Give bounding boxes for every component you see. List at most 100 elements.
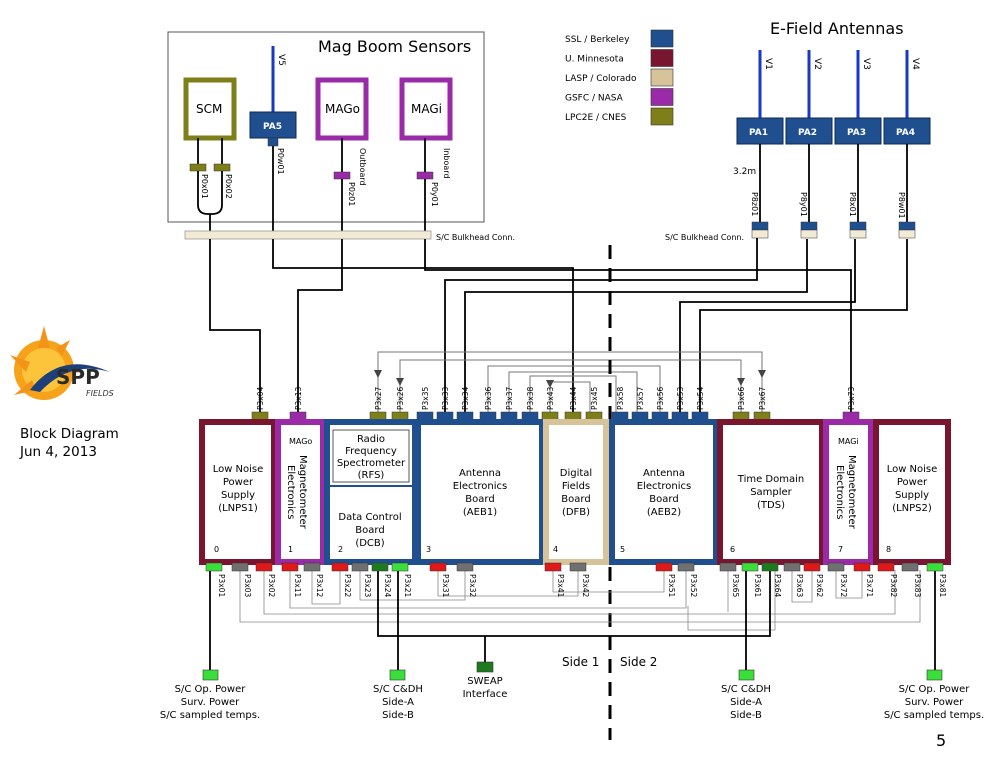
endpoint-label: Side-B [382,710,414,721]
bottom-connector-label: P3x32 [468,574,477,598]
top-connector-label: P3x34 [461,386,470,410]
endpoint-label: Side-B [730,710,762,721]
board-label-line: Power [223,477,254,488]
board-label-line: Fields [562,481,590,492]
legend-swatch [650,68,674,87]
board-label-line: Data Control [338,512,401,523]
legend-label: SSL / Berkeley [565,35,630,45]
internal-wires-top [374,351,766,412]
bottom-connector-label: P3x24 [383,574,392,598]
bottom-connector [456,562,474,572]
top-connector-label: P3x73 [847,386,856,410]
p0x02-label: P0x02 [224,174,233,199]
bottom-connector-label: P3x03 [243,574,252,598]
top-connector-label: P3x33 [441,386,450,410]
top-connector-label: P3x35 [421,386,430,410]
board-label-line: (LNPS2) [892,503,932,514]
antenna-v-label: V1 [763,58,773,70]
bottom-connector [901,562,919,572]
top-connector-label: P3x04 [256,386,265,410]
top-connector-label: P3x54 [696,386,705,410]
p0x01-label: P0x01 [200,174,209,199]
board-label-line: (LNPS1) [218,503,258,514]
bottom-connector [761,562,779,572]
antenna-conn-label: P8w01 [897,192,906,219]
sc-cdh-left-connector [389,669,406,681]
board-label-line: Low Noise [887,464,938,475]
bottom-connector-label: P3x21 [403,574,412,598]
internal-wires-bottom [239,570,921,631]
top-connector-label: P3x57 [636,386,645,410]
mago-label: MAGo [325,102,360,116]
antenna-v-label: V4 [910,58,920,70]
p0z01-connector [333,171,351,180]
legend-label: GSFC / NASA [565,94,624,104]
board-label-line: Spectrometer [337,458,406,469]
board-label-line: Board [649,494,678,505]
top-connector-label: P3x66 [737,386,746,410]
endpoint-label: Side-A [382,697,414,708]
bottom-connector-label: P3x63 [795,574,804,598]
scm-label: SCM [196,102,222,116]
endpoint-label: S/C C&DH [721,684,771,695]
bulkhead-connector [751,221,769,231]
bottom-connector [429,562,447,572]
outboard-label: Outboard [358,148,367,186]
bottom-connector-label: P3x12 [315,574,324,598]
v5-label: V5 [276,54,286,66]
logo-text: SPP [56,365,100,389]
board-sublabel: MAGo [289,437,312,446]
bottom-connector [741,562,759,572]
bottom-connector [303,562,321,572]
board-lnps2 [873,419,951,565]
top-connector-label: P3x37 [505,386,514,410]
legend-label: LASP / Colorado [565,74,637,84]
top-connector-label: P3x56 [656,386,665,410]
preamp-label: PA3 [847,128,866,138]
legend-label: LPC2E / CNES [565,113,627,123]
bottom-connector [655,562,673,572]
board-label-line: Antenna [459,468,501,479]
top-connector-label: P3x45 [590,386,599,410]
board-magi-electronics [823,419,874,565]
magi-label: MAGi [411,102,442,116]
antenna-conn-label: P8x01 [848,192,857,217]
bottom-connector-label: P3x22 [343,574,352,598]
board-label-line: (TDS) [757,500,785,511]
board-aeb1 [415,419,545,565]
endpoint-label: SWEAP [467,676,502,687]
mago-sensor [315,77,369,141]
endpoint-label: Side-A [730,697,762,708]
board-number: 7 [838,545,843,554]
bottom-connector-label: P3x62 [815,574,824,598]
top-connector-label: P3x27 [374,386,383,410]
p0w01-label: P0w01 [276,148,285,175]
p0y01-label: P0y01 [430,182,439,207]
endpoint-label: S/C Op. Power [175,684,247,695]
bottom-connector-label: P3x71 [865,574,874,598]
endpoint-label: S/C Op. Power [899,684,971,695]
legend-label: U. Minnesota [565,55,624,65]
legend-swatch [650,107,674,126]
bottom-connector [231,562,249,572]
bottom-connector-label: P3x83 [913,574,922,598]
efield-title: E-Field Antennas [770,19,904,38]
antenna-v-label: V2 [812,58,822,70]
bottom-connector [677,562,695,572]
board-sublabel: MAGi [838,437,859,446]
scm-sensor [183,77,237,141]
bottom-connector [331,562,349,572]
board-label-line: Sampler [750,487,792,498]
endpoint-label: Interface [463,689,508,700]
bottom-connector-label: P3x02 [267,574,276,598]
bulkhead-left-label: S/C Bulkhead Conn. [436,233,515,242]
board-lnps1 [199,419,277,565]
bulkhead-connector [849,221,867,231]
board-number: 3 [426,545,431,554]
endpoint-label: Surv. Power [905,697,964,708]
date-label: Jun 4, 2013 [19,444,97,460]
top-connector-label: P3x53 [676,386,685,410]
bottom-connector [877,562,895,572]
bottom-connector-label: P3x23 [363,574,372,598]
preamp-label: PA1 [749,128,768,138]
